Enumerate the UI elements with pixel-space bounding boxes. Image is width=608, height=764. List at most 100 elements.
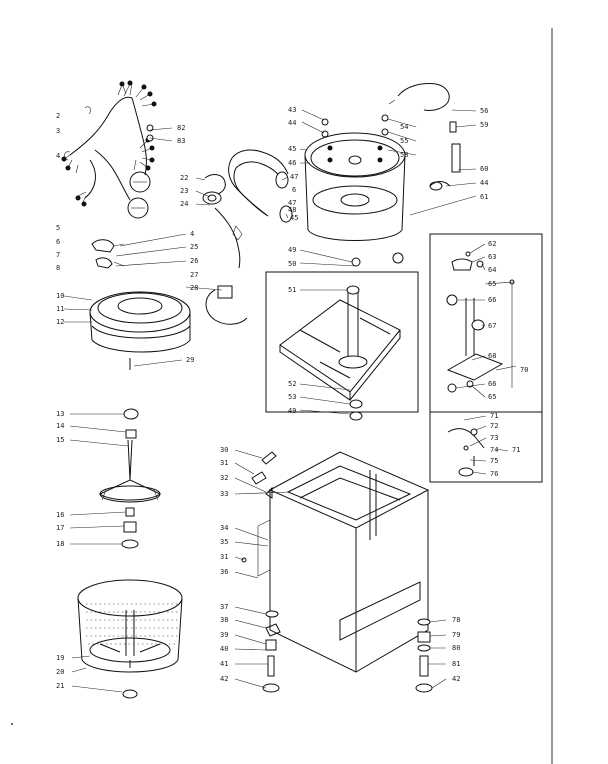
callout-label: 44 (288, 119, 296, 127)
connector-clips (146, 124, 154, 142)
cabinet-side-hardware (241, 451, 277, 563)
outer-tub (304, 132, 406, 241)
callout-label: 40 (220, 645, 228, 653)
agitator (99, 408, 161, 503)
callout-label: 36 (220, 568, 228, 576)
callout-label: 71 (490, 412, 498, 420)
callout-label: 49 (288, 246, 296, 254)
callout-labels: 2 3 4 82 83 22 23 24 47 6 45 5 6 7 8 4 2… (56, 106, 528, 690)
callout-label: 66 (488, 296, 496, 304)
basket-perforations (86, 603, 178, 645)
leveling-leg-right (415, 618, 433, 693)
callout-label: 19 (56, 654, 64, 662)
callout-label: 82 (177, 124, 185, 132)
callout-label: 44 (480, 179, 488, 187)
callout-label: 65 (488, 393, 496, 401)
tub-ring-assembly (89, 291, 191, 370)
callout-label: 60 (480, 165, 488, 173)
callout-label: 75 (490, 457, 498, 465)
detail-box-upper (429, 233, 543, 413)
callout-label: 42 (220, 675, 228, 683)
leveling-leg-left (262, 610, 281, 693)
callout-label: 13 (56, 410, 64, 418)
pump-wiring-loop (205, 285, 248, 325)
callout-label: 47 (288, 199, 296, 207)
callout-label: 62 (488, 240, 496, 248)
callout-label: 23 (180, 187, 188, 195)
drain-hose (228, 149, 293, 223)
callout-label: 61 (480, 193, 488, 201)
callout-label: 3 (56, 127, 60, 135)
callout-label: 29 (186, 356, 194, 364)
callout-label: 64 (488, 266, 496, 274)
callout-label: 56 (480, 107, 488, 115)
callout-label: 45 (290, 214, 298, 222)
callout-label: 37 (220, 603, 228, 611)
drive-bell-nut (121, 507, 139, 549)
callout-label: 39 (220, 631, 228, 639)
callout-label: 31 (220, 459, 228, 467)
callout-label: 66 (488, 380, 496, 388)
tub-cover-fasteners (321, 114, 389, 138)
callout-label: 8 (56, 264, 60, 272)
callout-label: 58 (400, 151, 408, 159)
callout-label: 70 (520, 366, 528, 374)
callout-label: 11 (56, 305, 64, 313)
callout-label: 4 (56, 152, 60, 160)
callout-label: 50 (288, 260, 296, 268)
callout-label: 10 (56, 292, 64, 300)
callout-label: 12 (56, 318, 64, 326)
timer-knob-circles (127, 171, 151, 219)
callout-label: 79 (452, 631, 460, 639)
callout-label: 78 (452, 616, 460, 624)
page-mark (11, 723, 13, 725)
callout-label: 26 (190, 257, 198, 265)
callout-label: 59 (480, 121, 488, 129)
callout-label: 42 (452, 675, 460, 683)
callout-label: 51 (288, 286, 296, 294)
callout-label: 49 (288, 407, 296, 415)
callout-label: 53 (288, 393, 296, 401)
callout-label: 31 (220, 553, 228, 561)
callout-label: 46 (288, 159, 296, 167)
callout-label: 21 (56, 682, 64, 690)
callout-label: 6 (292, 186, 296, 194)
callout-label: 35 (220, 538, 228, 546)
detail-box-lower (429, 411, 543, 483)
callout-label: 83 (177, 137, 185, 145)
callout-label: 47 (290, 173, 298, 181)
callout-label: 7 (56, 251, 60, 259)
callout-label: 24 (180, 200, 188, 208)
callout-label: 43 (288, 106, 296, 114)
callout-label: 30 (220, 446, 228, 454)
callout-label: 76 (490, 470, 498, 478)
cabinet (257, 451, 430, 673)
callout-label: 25 (190, 243, 198, 251)
callout-label: 27 (190, 271, 198, 279)
callout-label: 22 (180, 174, 188, 182)
spin-basket (77, 579, 183, 699)
callout-label: 73 (490, 434, 498, 442)
callout-label: 65 (488, 280, 496, 288)
callout-label: 20 (56, 668, 64, 676)
callout-label: 71 (512, 446, 520, 454)
callout-label: 48 (288, 206, 296, 214)
callout-label: 38 (220, 616, 228, 624)
callout-label: 32 (220, 474, 228, 482)
callout-label: 41 (220, 660, 228, 668)
callout-label: 52 (288, 380, 296, 388)
callout-label: 2 (56, 112, 60, 120)
hose-clamps-left (91, 239, 125, 269)
callout-label: 67 (488, 322, 496, 330)
callout-label: 55 (400, 137, 408, 145)
callout-label: 18 (56, 540, 64, 548)
callout-label: 17 (56, 524, 64, 532)
wiring-harness (61, 80, 157, 207)
callout-label: 14 (56, 422, 64, 430)
callout-label: 63 (488, 253, 496, 261)
callout-label: 34 (220, 524, 228, 532)
callout-label: 16 (56, 511, 64, 519)
callout-label: 81 (452, 660, 460, 668)
callout-label: 72 (490, 422, 498, 430)
water-inlet-hoses (202, 174, 243, 269)
